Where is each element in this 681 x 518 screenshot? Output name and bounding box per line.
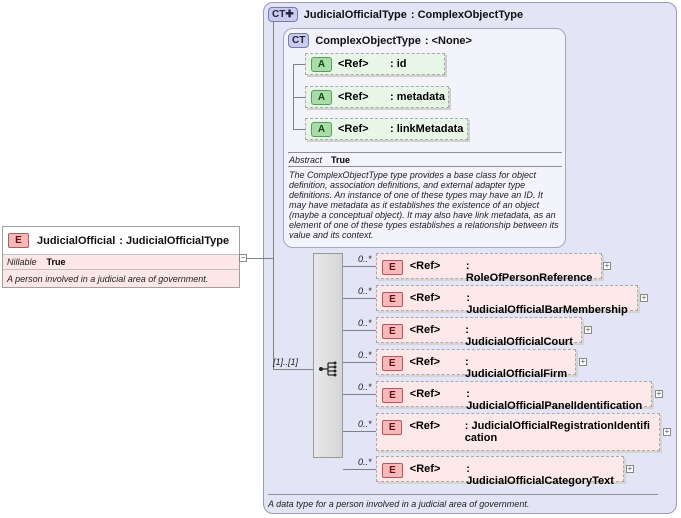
nillable-label: Nillable [7, 257, 37, 267]
sequence-compositor[interactable] [313, 253, 343, 458]
element-occurrence: 0..* [358, 318, 372, 328]
element-panel-identification[interactable]: E <Ref> : JudicialOfficialPanelIdentific… [376, 381, 652, 412]
main-element-type: : JudicialOfficialType [119, 234, 230, 247]
outer-type-name: JudicialOfficialType [303, 8, 407, 21]
element-ref: <Ref> [409, 292, 441, 304]
collapse-toggle[interactable]: − [239, 253, 247, 262]
main-element-doc-row: A person involved in a judicial area of … [3, 269, 239, 287]
attribute-name: : linkMetadata [390, 123, 464, 135]
element-occurrence: 0..* [358, 254, 372, 264]
complex-type-icon: CT✚ [268, 7, 298, 22]
attribute-ref: <Ref> [338, 91, 369, 103]
main-element-name: JudicialOfficial [37, 234, 116, 247]
nillable-row: Nillable True [3, 254, 239, 269]
inner-type-header: CT ComplexObjectType : <None> [288, 33, 472, 48]
nillable-value: True [46, 257, 66, 267]
attribute-connector [293, 97, 305, 98]
element-ref: <Ref> [409, 420, 441, 432]
element-connector [343, 362, 376, 363]
expand-toggle[interactable]: + [626, 464, 634, 473]
element-icon: E [382, 292, 403, 307]
element-registration-identification[interactable]: E <Ref> : JudicialOfficialRegistrationId… [376, 413, 660, 451]
outer-type-header: CT✚ JudicialOfficialType : ComplexObject… [268, 7, 523, 22]
abstract-row: Abstract True [289, 155, 350, 165]
element-name: : JudicialOfficialBarMembership [466, 292, 628, 316]
element-connector [343, 298, 376, 299]
element-name: : JudicialOfficialPanelIdentification [466, 388, 643, 412]
attribute-ref: <Ref> [338, 123, 369, 135]
element-connector [343, 431, 376, 432]
element-icon: E [382, 356, 403, 371]
type-connector-vertical [273, 22, 274, 370]
element-occurrence: 0..* [358, 382, 372, 392]
element-ref: <Ref> [409, 356, 441, 368]
element-connector [343, 394, 376, 395]
element-icon: E [382, 463, 403, 478]
expand-toggle[interactable]: + [640, 293, 648, 302]
attribute-linkmetadata[interactable]: A <Ref> : linkMetadata [305, 118, 468, 140]
element-ref: <Ref> [409, 324, 441, 336]
abstract-value: True [331, 155, 351, 165]
main-element-header: E JudicialOfficial : JudicialOfficialTyp… [3, 227, 239, 254]
outer-doc-separator [268, 494, 658, 495]
main-connector [247, 258, 273, 259]
element-name: : JudicialOfficialRegistrationIdentifica… [464, 420, 650, 444]
expand-toggle[interactable]: + [663, 427, 671, 436]
element-icon: E [382, 388, 403, 403]
element-occurrence: 0..* [358, 286, 372, 296]
attribute-name: : metadata [390, 91, 446, 103]
expand-toggle[interactable]: + [579, 357, 587, 366]
element-ref: <Ref> [409, 463, 441, 475]
element-occurrence: 0..* [358, 457, 372, 467]
complex-type-icon: CT [288, 33, 310, 48]
attribute-connector [293, 129, 305, 130]
attribute-icon: A [311, 121, 332, 137]
element-connector [343, 330, 376, 331]
attribute-connector [293, 64, 305, 65]
element-connector [343, 469, 376, 470]
element-connector [343, 266, 376, 267]
element-firm[interactable]: E <Ref> : JudicialOfficialFirm [376, 349, 576, 380]
element-icon: E [382, 324, 403, 339]
expand-toggle[interactable]: + [584, 325, 592, 334]
attribute-id[interactable]: A <Ref> : id [305, 53, 445, 75]
element-name: : RoleOfPersonReference [465, 260, 593, 284]
inner-type-base: : <None> [424, 34, 472, 47]
element-name: : JudicialOfficialCourt [465, 324, 573, 348]
attribute-ref: <Ref> [338, 58, 369, 70]
element-ref: <Ref> [409, 388, 441, 400]
inner-type-name: ComplexObjectType [315, 34, 421, 47]
expand-toggle[interactable]: + [603, 261, 611, 270]
sequence-connector [273, 369, 313, 370]
attribute-metadata[interactable]: A <Ref> : metadata [305, 86, 449, 108]
element-occurrence: 0..* [358, 419, 372, 429]
element-name: : JudicialOfficialCategoryText [466, 463, 614, 487]
main-element-box[interactable]: E JudicialOfficial : JudicialOfficialTyp… [2, 226, 240, 288]
outer-type-doc: A data type for a person involved in a j… [268, 499, 530, 509]
sequence-occurrence: [1]..[1] [273, 357, 299, 367]
element-occurrence: 0..* [358, 350, 372, 360]
abstract-label: Abstract [289, 155, 323, 165]
element-ref: <Ref> [409, 260, 441, 272]
inner-doc-separator [288, 152, 562, 153]
attribute-name: : id [390, 58, 407, 70]
element-court[interactable]: E <Ref> : JudicialOfficialCourt [376, 317, 582, 348]
sequence-icon [319, 361, 337, 377]
attribute-icon: A [311, 56, 332, 72]
inner-type-doc: The ComplexObjectType type provides a ba… [289, 170, 559, 240]
abstract-separator [288, 166, 562, 167]
element-icon: E [382, 420, 403, 435]
expand-toggle[interactable]: + [655, 389, 663, 398]
element-icon: E [382, 260, 403, 275]
element-name: : JudicialOfficialFirm [465, 356, 568, 380]
attribute-icon: A [311, 89, 332, 105]
outer-type-base: : ComplexObjectType [410, 8, 524, 21]
element-category-text[interactable]: E <Ref> : JudicialOfficialCategoryText [376, 456, 624, 487]
element-icon: E [8, 233, 29, 248]
main-element-doc: A person involved in a judicial area of … [7, 274, 209, 284]
element-role-of-person-reference[interactable]: E <Ref> : RoleOfPersonReference [376, 253, 602, 284]
element-bar-membership[interactable]: E <Ref> : JudicialOfficialBarMembership [376, 285, 638, 316]
